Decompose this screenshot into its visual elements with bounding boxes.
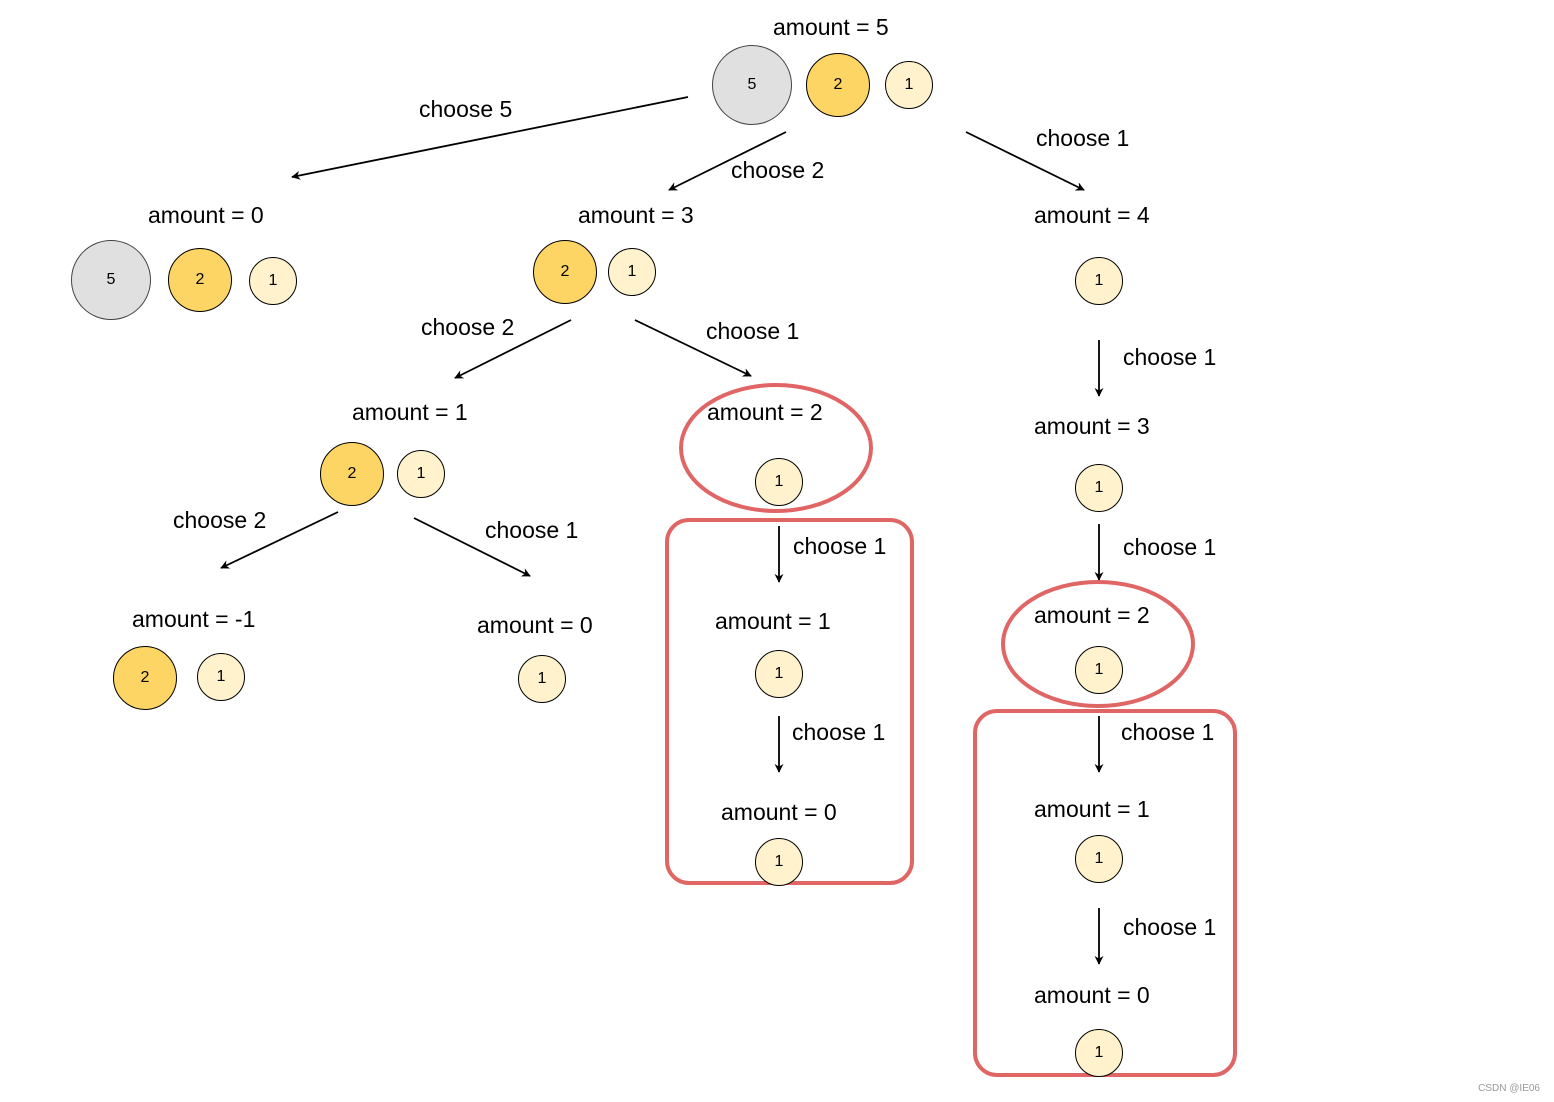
coin-1: 1: [755, 650, 803, 698]
node-label: amount = 1: [352, 399, 468, 425]
coin-1: 1: [1075, 646, 1123, 694]
node-label: amount = 0: [1034, 982, 1150, 1008]
node-label: amount = 0: [148, 202, 264, 228]
coin-1: 1: [885, 61, 933, 109]
edge-label: choose 1: [1036, 125, 1130, 151]
edge-arrow: [668, 131, 787, 191]
node-label: amount = 4: [1034, 202, 1150, 228]
edge-label: choose 1: [1121, 719, 1215, 745]
edge-label: choose 5: [419, 96, 513, 122]
edge-label: choose 1: [485, 517, 579, 543]
node-label: amount = 0: [477, 612, 593, 638]
coin-1: 1: [518, 655, 566, 703]
coin-1: 1: [1075, 464, 1123, 512]
coin-1: 1: [397, 450, 445, 498]
edge-label: choose 1: [1123, 534, 1217, 560]
coin-1: 1: [608, 248, 656, 296]
node-label: amount = -1: [132, 606, 256, 632]
edge-label: choose 1: [1123, 914, 1217, 940]
edge-label: choose 1: [792, 719, 886, 745]
coin-5: 5: [71, 240, 151, 320]
node-label: amount = 0: [721, 799, 837, 825]
coin-2: 2: [113, 646, 177, 710]
edge-arrow: [634, 319, 752, 377]
highlight-box: [973, 709, 1237, 1077]
coin-1: 1: [1075, 835, 1123, 883]
coin-2: 2: [533, 240, 597, 304]
node-label: amount = 3: [578, 202, 694, 228]
highlight-ellipse: [1001, 580, 1195, 708]
coin-1: 1: [197, 653, 245, 701]
edge-arrow: [965, 131, 1085, 191]
edge-label: choose 1: [793, 533, 887, 559]
node-label: amount = 1: [1034, 796, 1150, 822]
edge-arrow: [291, 96, 689, 180]
node-label: amount = 3: [1034, 413, 1150, 439]
node-label: amount = 2: [1034, 602, 1150, 628]
coin-5: 5: [712, 45, 792, 125]
coin-2: 2: [806, 53, 870, 117]
coin-1: 1: [755, 458, 803, 506]
coin-1: 1: [1075, 1029, 1123, 1077]
watermark: CSDN @IE06: [1478, 1083, 1540, 1094]
coin-2: 2: [168, 248, 232, 312]
highlight-ellipse: [679, 383, 873, 513]
node-label: amount = 2: [707, 399, 823, 425]
coin-1: 1: [755, 838, 803, 886]
highlight-box: [665, 518, 914, 885]
node-label-root: amount = 5: [773, 14, 889, 40]
edge-arrow: [413, 517, 531, 577]
coin-2: 2: [320, 442, 384, 506]
coin-1: 1: [1075, 257, 1123, 305]
edge-arrow: [454, 319, 572, 379]
edge-label: choose 2: [173, 507, 267, 533]
node-label: amount = 1: [715, 608, 831, 634]
coin-1: 1: [249, 257, 297, 305]
edge-label: choose 1: [1123, 344, 1217, 370]
edge-label: choose 2: [421, 314, 515, 340]
edge-label: choose 2: [731, 157, 825, 183]
edge-arrow: [220, 511, 339, 569]
edge-label: choose 1: [706, 318, 800, 344]
